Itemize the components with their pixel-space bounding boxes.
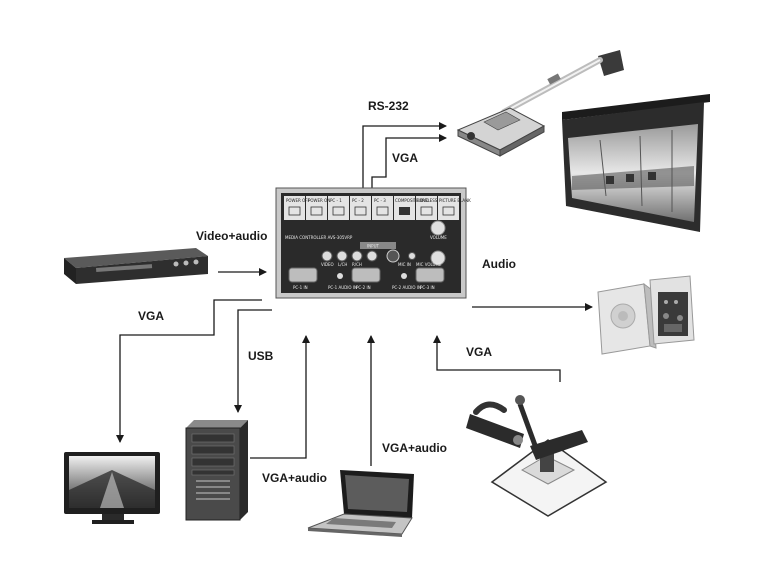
port-pc1-in: PC-1 IN — [293, 285, 308, 290]
desktop-pc-icon — [185, 420, 248, 521]
usb-line — [234, 309, 272, 413]
port-pc2-in: PC-2 IN — [356, 285, 371, 290]
media-controller: POWER OFF POWER ON PC - 1 PC - 2 PC - 3 … — [275, 187, 471, 299]
port-pc1-audio: PC-1 AUDIO IN — [328, 285, 357, 290]
label-vga-audio-pc: VGA+audio — [262, 471, 327, 485]
btn-composite-label: COMPOSITE DVD — [395, 198, 429, 203]
document-camera-icon — [466, 395, 608, 517]
label-vga-audio-laptop: VGA+audio — [382, 441, 447, 455]
rs232-line — [362, 122, 447, 190]
btn-pc1-label: PC - 1 — [330, 198, 342, 203]
btn-pc3-label: PC - 3 — [374, 198, 386, 203]
label-audio: Audio — [482, 257, 516, 271]
label-rs232: RS-232 — [368, 99, 409, 113]
btn-power-on-label: POWER ON — [308, 198, 330, 203]
projector-icon — [456, 50, 624, 157]
controller-title: MEDIA CONTROLLER AVS-305VRP — [285, 235, 353, 240]
label-vga-doccam: VGA — [466, 345, 492, 359]
port-pc3-in: PC-3 IN — [420, 285, 435, 290]
btn-power-off-label: POWER OFF — [286, 198, 311, 203]
controller-brand: INPUT — [367, 244, 380, 249]
vga-doccam-line — [433, 335, 561, 382]
label-usb: USB — [248, 349, 274, 363]
monitor-icon — [64, 452, 160, 524]
label-vga-monitor: VGA — [138, 309, 164, 323]
controller-buttons: POWER OFF POWER ON PC - 1 PC - 2 PC - 3 … — [284, 196, 471, 220]
label-vga-projector: VGA — [392, 151, 418, 165]
projection-screen-icon — [562, 94, 710, 232]
laptop-icon — [307, 470, 414, 537]
port-mic-volume: MIC VOLUME — [416, 262, 442, 267]
dvd-player-icon — [64, 248, 208, 284]
connection-lines — [116, 122, 593, 466]
btn-pc2-label: PC - 2 — [352, 198, 364, 203]
port-video: VIDEO — [321, 262, 334, 267]
controller-ports: PC-1 IN PC-1 AUDIO IN VIDEO L/CH R/CH PC… — [288, 249, 446, 290]
volume-knob — [430, 220, 446, 236]
btn-wireless-label: WIRELESS — [417, 198, 438, 203]
speakers-icon — [597, 275, 695, 355]
vga-monitor-line — [116, 299, 262, 443]
volume-label: VOLUME — [430, 235, 447, 240]
port-pc2-audio: PC-2 AUDIO IN — [392, 285, 421, 290]
btn-picture-blank-label: PICTURE BLANK — [439, 198, 471, 203]
port-lch: L/CH — [338, 262, 347, 267]
vga-projector-line — [371, 134, 447, 190]
label-video-audio: Video+audio — [196, 229, 267, 243]
port-mic-in: MIC IN — [398, 262, 411, 267]
port-rch: R/CH — [352, 262, 362, 267]
vga-audio-pc-line — [250, 335, 310, 459]
